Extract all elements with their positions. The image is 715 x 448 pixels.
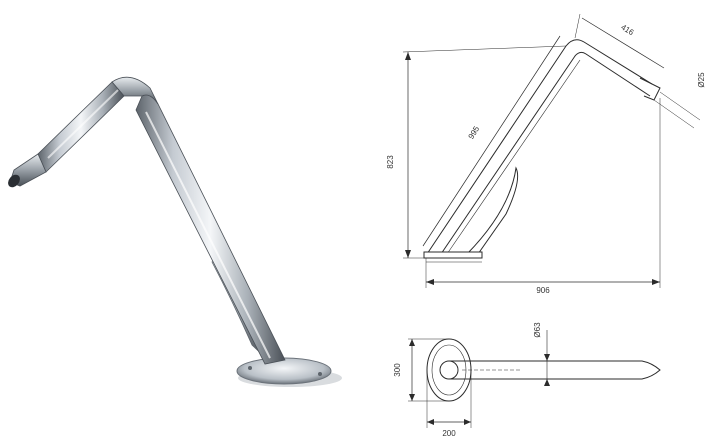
pipe-top-outline	[449, 360, 661, 380]
plate-inner-outline	[431, 344, 467, 396]
nozzle-leader	[653, 99, 695, 129]
arrowheads	[544, 354, 550, 386]
fin-outline	[465, 166, 519, 255]
side-view-drawing	[402, 13, 701, 288]
nozzle-tip	[8, 174, 20, 188]
nozzle-outline	[639, 77, 661, 101]
nozzle-leader	[659, 91, 701, 121]
plate-height-label: 300	[393, 363, 402, 377]
extension-line	[574, 13, 581, 39]
nozzle-diameter-label: Ø25	[697, 72, 706, 88]
long-pipe-label: 995	[467, 124, 482, 141]
height-label: 823	[386, 155, 395, 169]
pipe-outline-inner	[440, 51, 651, 255]
screw-hole-icon	[318, 372, 322, 376]
screw-hole-icon	[248, 366, 252, 370]
short-pipe-dimension-line	[581, 17, 665, 69]
top-view-drawing	[408, 330, 661, 428]
base-outline	[423, 251, 483, 259]
pipe-elbow	[111, 76, 159, 105]
width-label: 906	[536, 286, 550, 295]
base-plate	[236, 357, 332, 385]
highlight	[47, 89, 119, 159]
short-pipe-label: 416	[619, 23, 636, 38]
plate-width-label: 200	[442, 429, 456, 438]
pipe-outline-outer	[426, 39, 653, 255]
pipe-end-circle	[439, 360, 459, 380]
extension-line	[402, 45, 567, 53]
pipe-centerline	[446, 59, 581, 255]
highlight	[145, 111, 271, 359]
pipe-diameter-label: Ø63	[533, 322, 542, 338]
arrowheads	[409, 339, 415, 401]
long-pipe-dimension-line	[422, 35, 561, 247]
spout-render	[8, 76, 342, 387]
